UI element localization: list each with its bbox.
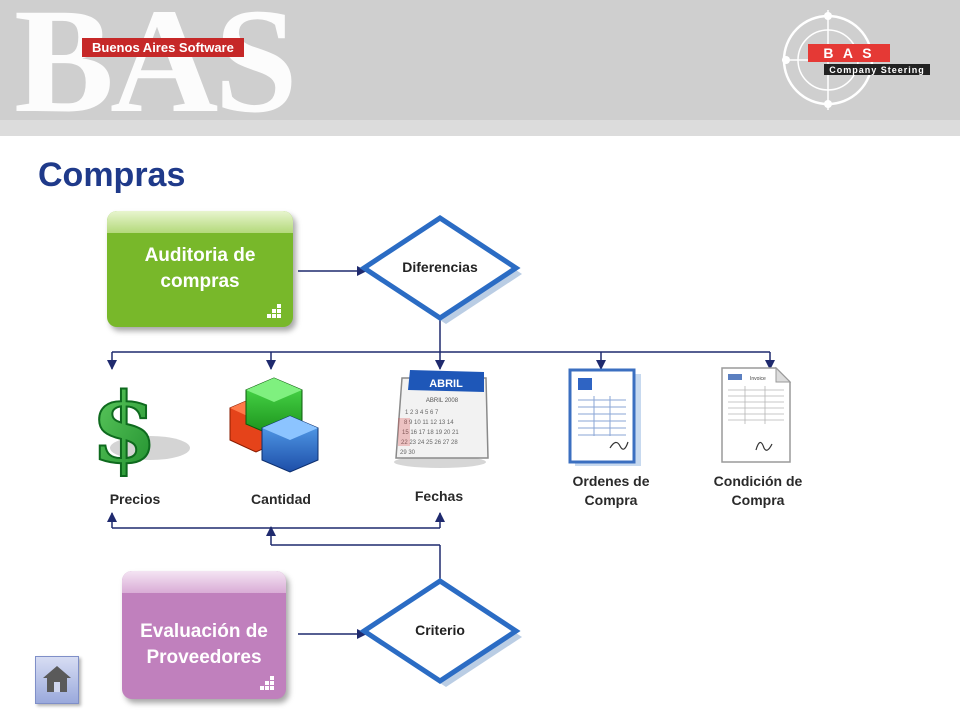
quantity-label: Cantidad xyxy=(251,491,311,507)
order-document-icon xyxy=(568,368,641,466)
audit-box-label: Auditoria de compras xyxy=(107,243,293,295)
criteria-diamond xyxy=(359,578,522,687)
dollar-icon: $ xyxy=(90,371,190,486)
svg-text:ABRIL 2008: ABRIL 2008 xyxy=(426,398,459,404)
differences-label: Diferencias xyxy=(402,259,478,275)
svg-text:ABRIL: ABRIL xyxy=(429,378,463,390)
conditions-label: Condición de Compra xyxy=(696,472,820,510)
invoice-document-icon: Invoice xyxy=(721,366,792,463)
svg-text:29 30: 29 30 xyxy=(400,450,416,456)
evaluation-box-line1: Evaluación de xyxy=(140,621,268,642)
orders-label-line1: Ordenes de xyxy=(572,473,650,489)
header-banner: BAS Buenos Aires Software B A S Company … xyxy=(0,0,960,136)
steps-icon xyxy=(260,676,274,690)
bas-company-steering-logo: B A S Company Steering xyxy=(782,10,930,110)
svg-text:15 16 17 18 19 20 21: 15 16 17 18 19 20 21 xyxy=(402,430,459,436)
logo-tagline: Company Steering xyxy=(829,65,925,75)
audit-box-line2: compras xyxy=(160,271,240,292)
audit-process-box[interactable]: Auditoria de compras xyxy=(107,211,293,327)
svg-text:$: $ xyxy=(91,372,158,485)
logo-name: B A S xyxy=(823,45,874,61)
evaluation-process-box[interactable]: Evaluación de Proveedores xyxy=(122,571,286,699)
svg-text:8 9 10 11 12 13 14: 8 9 10 11 12 13 14 xyxy=(404,420,454,426)
bas-watermark: BAS xyxy=(14,0,298,144)
conditions-label-line1: Condición de xyxy=(713,473,803,489)
orders-label: Ordenes de Compra xyxy=(556,472,666,510)
conditions-label-line2: Compra xyxy=(731,492,785,508)
evaluation-box-tab xyxy=(122,571,286,593)
company-name-ribbon: Buenos Aires Software xyxy=(82,38,244,57)
page-title: Compras xyxy=(38,156,186,194)
boxes-icon xyxy=(229,377,319,473)
svg-text:1 2 3 4 5 6 7: 1 2 3 4 5 6 7 xyxy=(405,410,439,416)
home-icon xyxy=(43,666,71,692)
connector-criteria-to-items xyxy=(107,512,445,581)
evaluation-box-label: Evaluación de Proveedores xyxy=(122,619,286,671)
audit-box-line1: Auditoria de xyxy=(144,245,256,266)
differences-diamond xyxy=(359,215,522,324)
header-divider-band xyxy=(0,120,960,136)
dates-label: Fechas xyxy=(414,488,464,504)
orders-label-line2: Compra xyxy=(584,492,638,508)
connector-differences-to-items xyxy=(107,318,775,370)
criteria-label: Criterio xyxy=(415,622,465,638)
calendar-icon: ABRIL ABRIL 2008 1 2 3 4 5 6 7 8 9 10 11… xyxy=(394,370,489,468)
steps-icon xyxy=(267,304,281,318)
audit-box-tab xyxy=(107,211,293,233)
prices-label: Precios xyxy=(109,491,161,507)
evaluation-box-line2: Proveedores xyxy=(146,647,262,668)
svg-text:22 23 24 25 26 27 28: 22 23 24 25 26 27 28 xyxy=(401,440,458,446)
svg-text:Invoice: Invoice xyxy=(750,376,766,382)
home-button[interactable] xyxy=(35,656,79,704)
